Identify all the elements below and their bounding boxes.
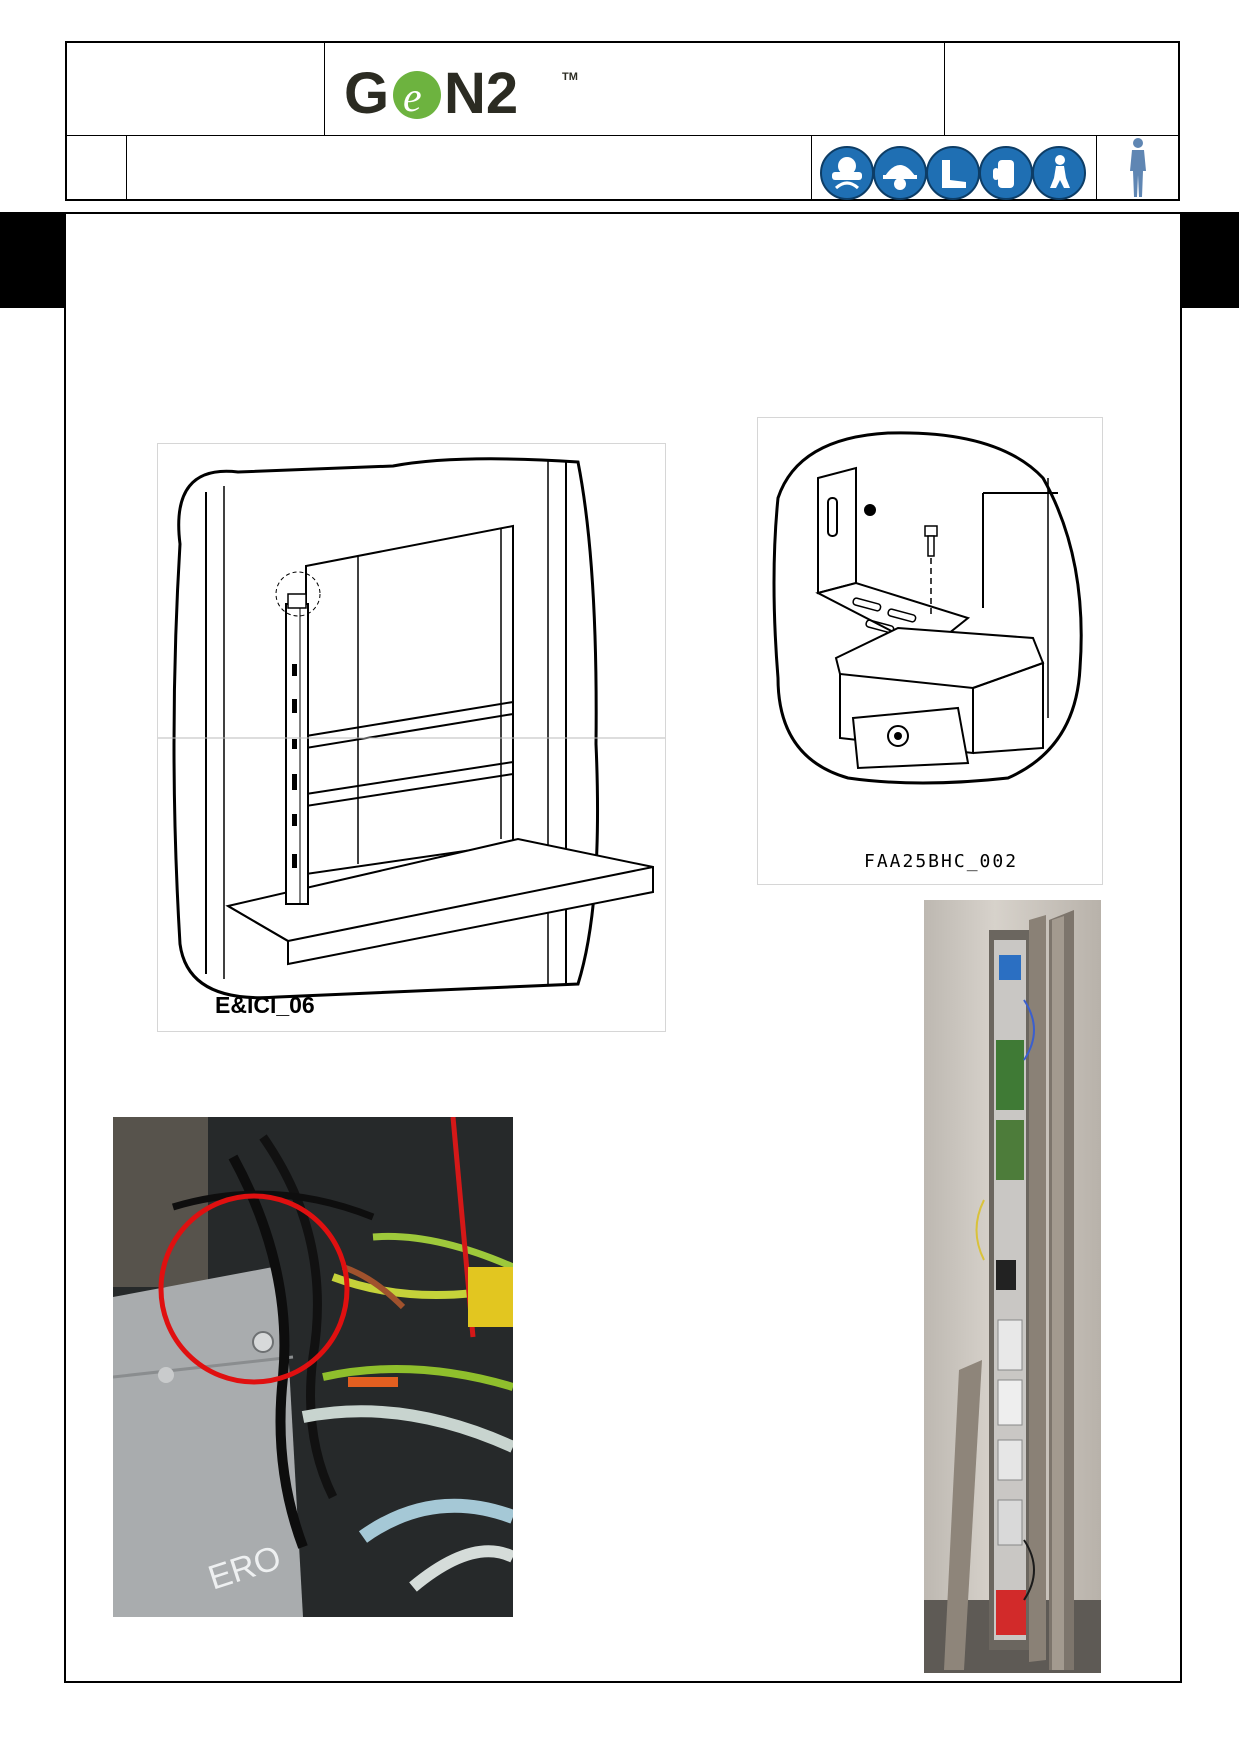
side-tab-right bbox=[1180, 212, 1239, 308]
gen2-logo: G e N2 TM bbox=[340, 58, 590, 126]
harness-icon bbox=[1032, 146, 1086, 200]
bracket-detail-drawing: FAA25BHC_002 bbox=[757, 417, 1103, 885]
svg-text:G: G bbox=[344, 61, 389, 122]
svg-text:TM: TM bbox=[562, 71, 578, 83]
drawing2-caption: FAA25BHC_002 bbox=[864, 851, 1019, 872]
drawing1-caption: E&ICI_06 bbox=[215, 992, 315, 1018]
safety-boots-icon bbox=[926, 146, 980, 200]
installation-drawing: E&ICI_06 bbox=[157, 443, 666, 1032]
wiring-closeup-photo: ERO bbox=[113, 1117, 513, 1617]
side-tab-left bbox=[0, 212, 66, 308]
hard-hat-icon bbox=[873, 146, 927, 200]
svg-text:e: e bbox=[403, 75, 422, 121]
person-icon bbox=[1124, 137, 1152, 199]
gloves-icon bbox=[979, 146, 1033, 200]
safety-glasses-icon bbox=[820, 146, 874, 200]
svg-text:N2: N2 bbox=[444, 61, 518, 122]
controller-column-photo bbox=[924, 900, 1101, 1673]
